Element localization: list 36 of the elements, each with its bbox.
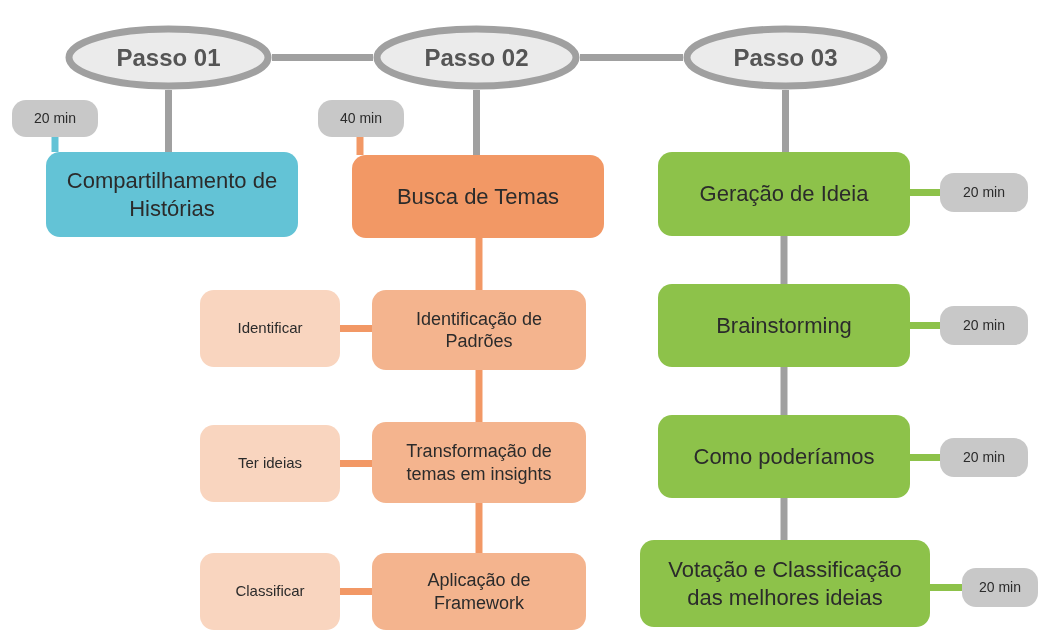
connector-line [340,588,372,595]
connector-line [340,325,372,332]
process-box: Como poderíamos [658,415,910,498]
connector-line [475,370,483,422]
duration-pill: 20 min [962,568,1038,607]
connector-line [780,367,788,415]
subprocess-box: Identificação de Padrões [372,290,586,370]
duration-pill: 20 min [940,306,1028,345]
step-ellipse: Passo 01 [65,25,272,90]
connector-line [340,460,372,467]
duration-pill: 40 min [318,100,404,137]
connector-line [780,498,788,540]
duration-pill: 20 min [940,173,1028,212]
action-box: Ter ideias [200,425,340,502]
connector-line [910,322,940,329]
connector-line [356,137,364,155]
process-box: Geração de Ideia [658,152,910,236]
process-box: Votação e Classificação das melhores ideias [640,540,930,627]
subprocess-box: Transformação de temas em insights [372,422,586,503]
step-ellipse: Passo 03 [683,25,888,90]
step-ellipse: Passo 02 [373,25,580,90]
connector-line [475,238,483,290]
action-box: Classificar [200,553,340,630]
process-box: Brainstorming [658,284,910,367]
connector-line [910,454,940,461]
process-box: Compartilhamento de Histórias [46,152,298,237]
duration-pill: 20 min [940,438,1028,477]
connector-line [910,189,940,196]
connector-line [475,503,483,553]
action-box: Identificar [200,290,340,367]
duration-pill: 20 min [12,100,98,137]
connector-line [930,584,962,591]
process-box: Busca de Temas [352,155,604,238]
connector-line [780,236,788,284]
connector-line [51,137,59,152]
subprocess-box: Aplicação de Framework [372,553,586,630]
